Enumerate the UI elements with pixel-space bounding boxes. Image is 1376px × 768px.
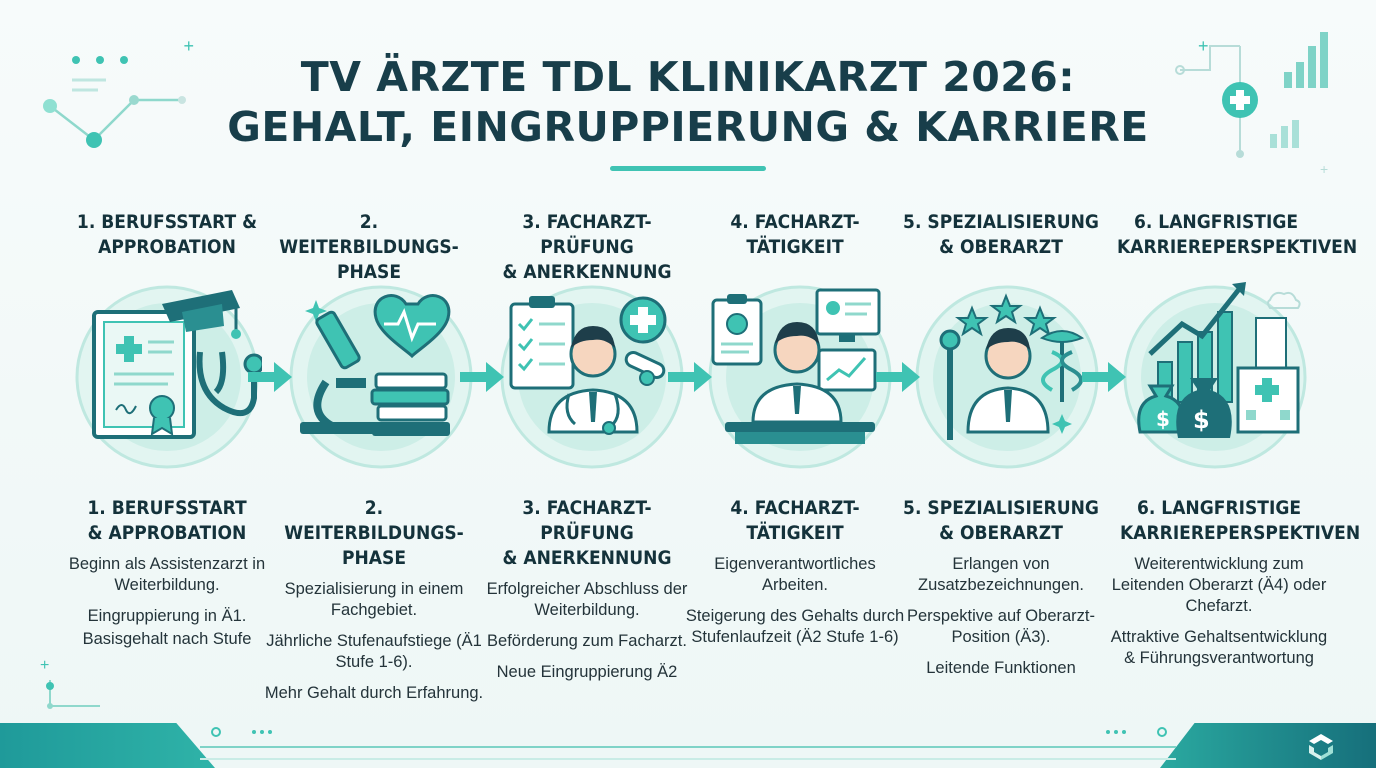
step-3-details: 3. FACHARZT-PRÜFUNG& ANERKENNUNG Erfolgr… bbox=[477, 496, 697, 693]
step-3-text-3: Neue Eingruppierung Ä2 bbox=[496, 663, 678, 681]
footer-divider bbox=[200, 746, 1176, 748]
step-1-text-3: Basisgehalt nach Stufe bbox=[82, 630, 252, 648]
step-2-text-3: Mehr Gehalt durch Erfahrung. bbox=[264, 684, 484, 702]
step-3-text-1: Erfolgreicher Abschluss der Weiterbildun… bbox=[486, 580, 688, 619]
step-1-text-2: Eingruppierung in Ä1. bbox=[87, 607, 247, 625]
footer-divider bbox=[200, 758, 1176, 760]
step-5-text-1: Erlangen von Zusatzbezeichnungen. bbox=[917, 555, 1085, 594]
checklist-doctor-certificate-icon bbox=[497, 282, 687, 472]
step-5-details: 5. SPEZIALISIERUNG& OBERARZT Erlangen vo… bbox=[891, 496, 1111, 689]
footer-left-band bbox=[0, 723, 215, 768]
step-4-text-2: Steigerung des Gehalts durch Stufenlaufz… bbox=[685, 607, 905, 646]
network-decoration-icon: + bbox=[43, 36, 194, 148]
arrow-right-icon bbox=[876, 362, 920, 392]
medical-chart-decoration-icon: + + bbox=[1175, 32, 1328, 176]
step-1-heading: 1. BERUFSSTART &APPROBATION bbox=[76, 211, 258, 258]
diploma-graduation-stethoscope-icon bbox=[72, 282, 262, 472]
svg-text:$: $ bbox=[1193, 406, 1210, 434]
svg-text:+: + bbox=[1198, 36, 1209, 56]
svg-text:+: + bbox=[40, 657, 49, 674]
step-4-text-1: Eigenverantwortliches Arbeiten. bbox=[714, 555, 876, 594]
title-underline bbox=[610, 166, 766, 171]
logo-icon bbox=[1309, 734, 1333, 760]
svg-text:+: + bbox=[183, 36, 194, 56]
arrow-right-icon bbox=[1082, 362, 1126, 392]
page-title-line-1: TV ÄRZTE TDL KLINIKARZT 2026: bbox=[300, 53, 1076, 101]
step-4-details: 4. FACHARZT-TÄTIGKEIT Eigenverantwortlic… bbox=[685, 496, 905, 658]
step-5-heading: 5. SPEZIALISIERUNG& OBERARZT bbox=[903, 211, 1099, 258]
step-3-subheading: 3. FACHARZT-PRÜFUNG& ANERKENNUNG bbox=[502, 497, 672, 569]
step-1-text-1: Beginn als Assistenzarzt in Weiterbildun… bbox=[68, 555, 266, 594]
step-1-details: 1. BERUFSSTART& APPROBATION Beginn als A… bbox=[57, 496, 277, 660]
step-3-heading: 3. FACHARZT-PRÜFUNG& ANERKENNUNG bbox=[502, 211, 672, 283]
svg-text:+: + bbox=[1320, 161, 1328, 176]
step-1-subheading: 1. BERUFSSTART& APPROBATION bbox=[87, 497, 247, 544]
step-6-text-1: Weiterentwicklung zum Leitenden Oberarzt… bbox=[1111, 555, 1327, 615]
svg-text:$: $ bbox=[1156, 407, 1170, 431]
step-5-subheading: 5. SPEZIALISIERUNG& OBERARZT bbox=[903, 497, 1099, 544]
growth-chart-money-hospital-icon: $ $ bbox=[1120, 282, 1310, 472]
step-2-subheading: 2. WEITERBILDUNGS-PHASE bbox=[284, 497, 464, 569]
footer-right-band bbox=[1160, 723, 1376, 768]
arrow-right-icon bbox=[668, 362, 712, 392]
step-2-text-2: Jährliche Stufenaufstiege (Ä1 Stufe 1-6)… bbox=[266, 632, 482, 671]
footer-dots-icon bbox=[211, 727, 272, 737]
step-5-text-2: Perspektive auf Oberarzt-Position (Ä3). bbox=[907, 607, 1095, 646]
page-title-line-2: GEHALT, EINGRUPPIERUNG & KARRIERE bbox=[227, 103, 1149, 151]
doctor-desk-monitor-icon bbox=[705, 282, 895, 472]
arrow-right-icon bbox=[248, 362, 292, 392]
step-4-heading: 4. FACHARZT-TÄTIGKEIT bbox=[730, 211, 860, 258]
step-2-heading: 2. WEITERBILDUNGS-PHASE bbox=[279, 211, 459, 283]
page-title: TV ÄRZTE TDL KLINIKARZT 2026: GEHALT, EI… bbox=[0, 52, 1376, 152]
step-2-text-1: Spezialisierung in einem Fachgebiet. bbox=[284, 580, 464, 619]
step-4-subheading: 4. FACHARZT-TÄTIGKEIT bbox=[730, 497, 860, 544]
footer-dots-icon bbox=[1106, 727, 1167, 737]
step-2-details: 2. WEITERBILDUNGS-PHASE Spezialisierung … bbox=[264, 496, 484, 714]
microscope-heart-books-icon bbox=[286, 282, 476, 472]
step-5-text-3: Leitende Funktionen bbox=[926, 659, 1076, 677]
circuit-decoration-icon: + bbox=[40, 657, 100, 709]
step-6-text-2: Attraktive Gehaltsentwicklung & Führungs… bbox=[1110, 628, 1328, 667]
arrow-right-icon bbox=[460, 362, 504, 392]
step-3-text-2: Beförderung zum Facharzt. bbox=[487, 632, 687, 650]
doctor-stars-caduceus-icon bbox=[912, 282, 1102, 472]
